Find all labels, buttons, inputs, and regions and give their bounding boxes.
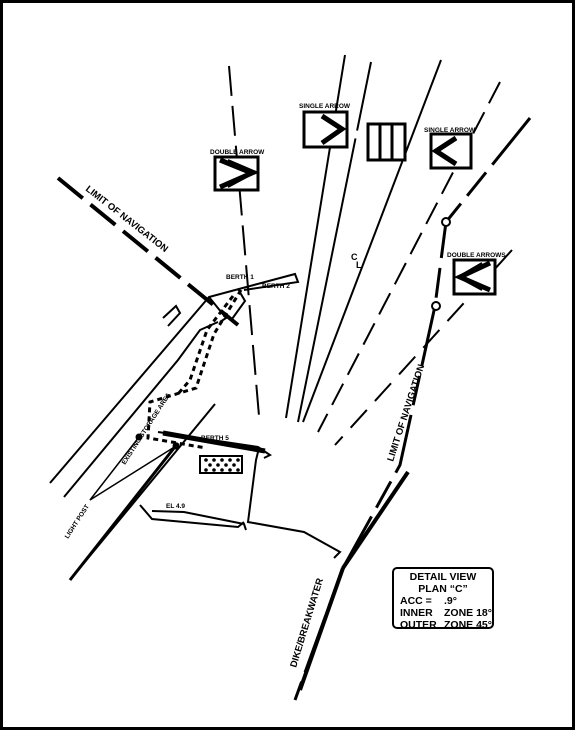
berth-5-label: BERTH 5 (201, 435, 229, 442)
svg-text:DOUBLE ARROWS: DOUBLE ARROWS (447, 252, 506, 259)
limit-of-navigation-left-label: LIMIT OF NAVIGATION (83, 184, 170, 255)
elevation-label: EL 4.9 (166, 503, 185, 510)
range-sightlines (228, 54, 501, 433)
shoreline-outlines (49, 272, 342, 581)
single-arrow-board-right: SINGLE ARROW (424, 127, 476, 170)
light-post-leader-2 (89, 445, 177, 501)
inner-label: INNER (400, 607, 433, 619)
svg-text:DOUBLE ARROW: DOUBLE ARROW (210, 149, 265, 156)
outer-row: OUTER ZONE 45° (400, 619, 492, 631)
detail-view-legend: DETAIL VIEW PLAN “C” ACC = .9° INNER ZONE … (392, 567, 494, 631)
single-arrow-board-left: SINGLE ARROW (299, 103, 351, 149)
acc-label: ACC = (400, 595, 432, 607)
acc-row: ACC = .9° (400, 595, 486, 607)
detail-title: DETAIL VIEW (409, 571, 477, 583)
svg-text:SINGLE ARROW: SINGLE ARROW (424, 127, 476, 134)
approach-road (68, 442, 180, 581)
centerline-l: L (356, 260, 362, 270)
marker-circle-lower (431, 301, 441, 311)
inner-row: INNER ZONE 18° (400, 607, 492, 619)
outer-label: OUTER (400, 619, 437, 631)
svg-text:SINGLE ARROW: SINGLE ARROW (299, 103, 351, 110)
storage-area-label: EXISTING STORAGE AREA (121, 391, 173, 466)
acc-value: .9° (444, 595, 457, 607)
berth-2-label: BERTH 2 (262, 283, 290, 290)
light-post-leader-1 (89, 436, 140, 501)
double-arrow-board: DOUBLE ARROW (210, 149, 265, 192)
inner-value: ZONE 18° (444, 607, 492, 619)
centerline-c: C (351, 252, 358, 262)
dike-breakwater-line (341, 470, 410, 570)
hatched-storage-dots (204, 458, 240, 472)
limit-of-navigation-left-line (56, 176, 240, 327)
marker-circle-upper (441, 217, 451, 227)
outer-value: ZONE 45° (444, 619, 492, 631)
berth-1-label: BERTH 1 (226, 274, 254, 281)
center-range-board (366, 122, 407, 162)
light-post-label: LIGHT POST (64, 504, 91, 541)
limit-of-navigation-right-label: LIMIT OF NAVIGATION (385, 363, 427, 463)
dike-breakwater-lower (298, 567, 345, 691)
storage-area-boundary (146, 289, 243, 450)
dike-breakwater-label: DIKE/BREAKWATER (288, 577, 326, 669)
berth-5-face (162, 430, 266, 454)
double-arrows-board: DOUBLE ARROWS (447, 252, 506, 296)
detail-plan: PLAN “C” (418, 583, 468, 595)
